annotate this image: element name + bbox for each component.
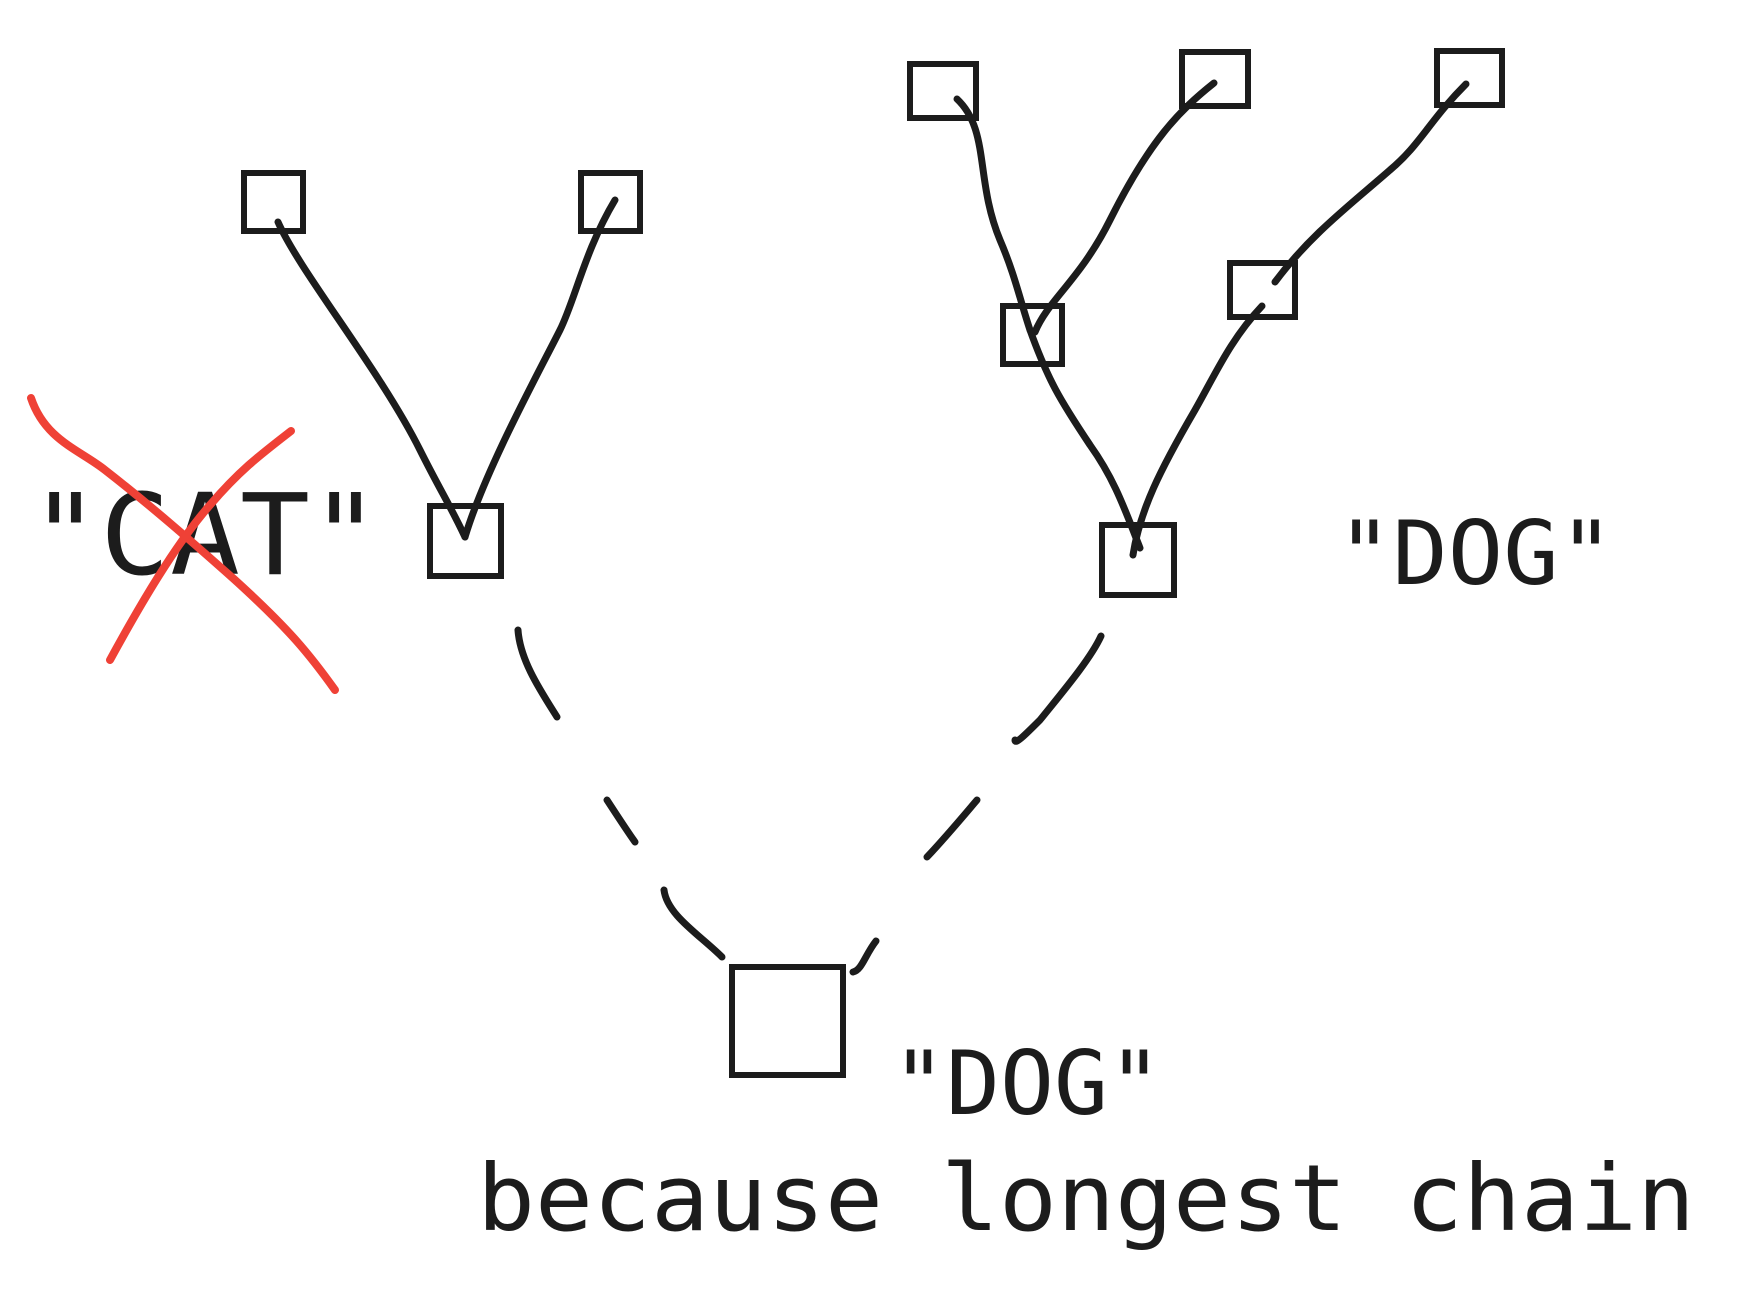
label-dog-fork: "DOG": [1337, 502, 1614, 605]
label-dog-root: "DOG": [892, 1032, 1162, 1135]
dash-right-2: [923, 796, 981, 861]
link-cat-left: [274, 218, 469, 541]
block-cat-parent-left: [241, 170, 306, 234]
block-dog-top-right: [1434, 48, 1505, 108]
dash-left-2: [603, 796, 639, 846]
strike-line-1: [27, 394, 339, 694]
block-dog-top-middle: [1179, 49, 1251, 109]
block-cat-parent-right: [578, 170, 643, 234]
block-cat-tip: [427, 503, 504, 579]
dash-left-1: [514, 626, 561, 721]
label-cat: "CAT": [30, 471, 380, 601]
dash-right-3: [849, 937, 880, 976]
link-dog-mid-right-to-tip: [1129, 302, 1266, 559]
block-dog-mid-right: [1227, 260, 1298, 320]
link-dog-top-left-to-mid: [953, 95, 1034, 334]
block-dog-mid-left: [1000, 303, 1065, 367]
link-cat-right: [461, 196, 619, 541]
dash-right-1: [1011, 632, 1105, 745]
caption-longest-chain: because longest chain: [477, 1145, 1695, 1252]
dash-left-3: [660, 886, 726, 961]
link-dog-mid-left-to-tip: [1026, 326, 1144, 552]
block-dog-top-left: [907, 61, 979, 121]
strike-line-2: [106, 427, 295, 664]
link-dog-top-middle-to-mid: [1031, 79, 1218, 336]
block-root: [729, 964, 846, 1078]
link-dog-top-right-to-mid: [1271, 80, 1470, 286]
